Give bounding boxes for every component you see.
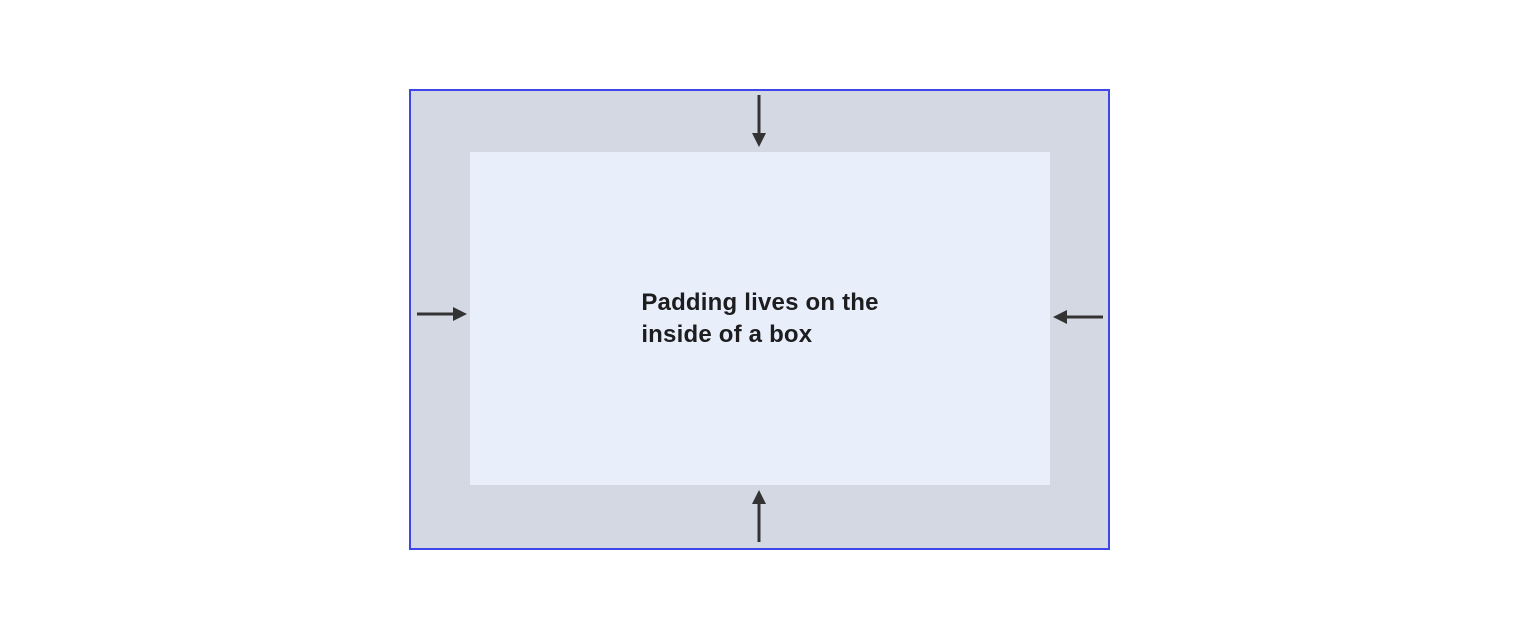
content-box: Padding lives on the inside of a box bbox=[470, 152, 1050, 485]
diagram-label: Padding lives on the inside of a box bbox=[641, 287, 878, 351]
padding-box: Padding lives on the inside of a box bbox=[409, 89, 1110, 550]
label-line-1: Padding lives on the bbox=[641, 288, 879, 316]
arrow-left-icon bbox=[1053, 310, 1103, 324]
arrow-right-icon bbox=[417, 307, 467, 321]
arrow-down-icon bbox=[752, 95, 766, 147]
label-line-2: inside of a box bbox=[641, 320, 813, 348]
arrow-up-icon bbox=[752, 490, 766, 542]
